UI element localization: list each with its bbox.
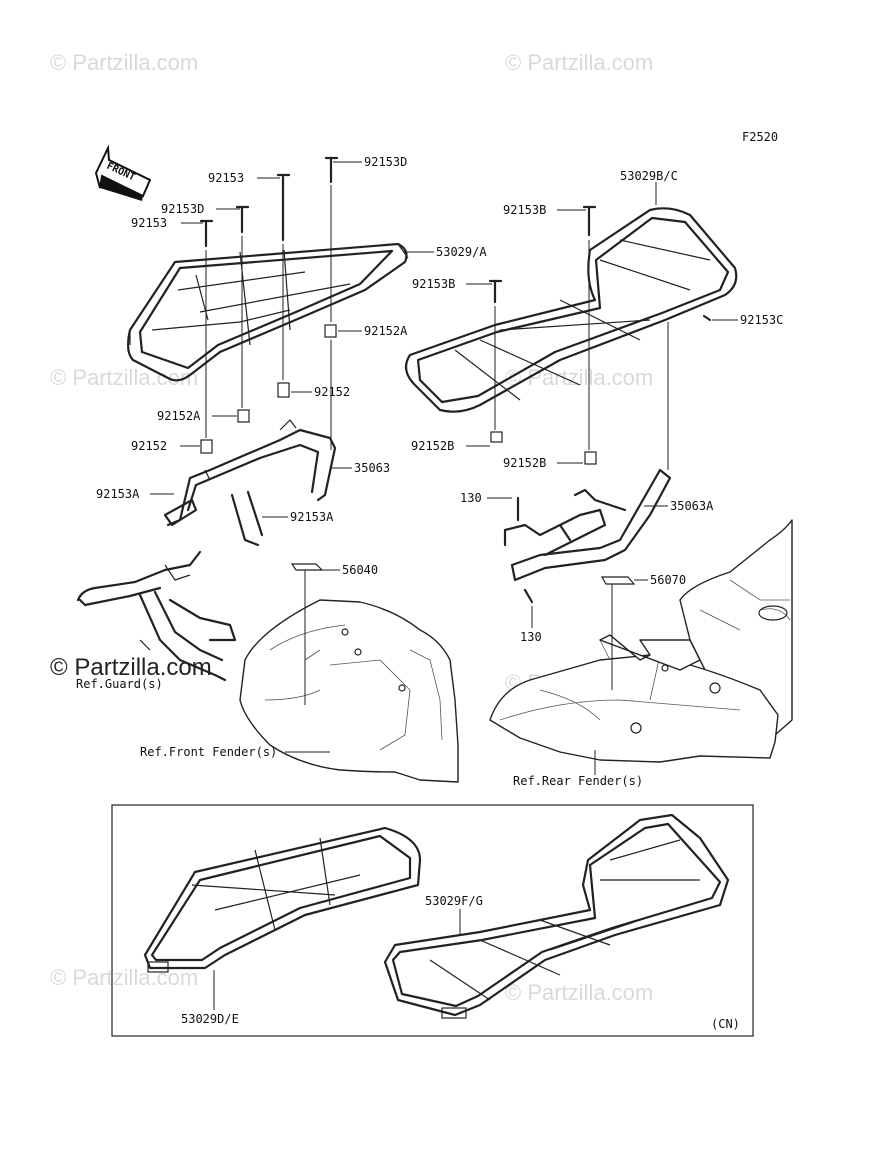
callout-92153-mid: 92153 [131,216,167,230]
callout-92153B-top: 92153B [503,203,546,217]
watermark-6: © Partzilla.com [50,965,198,990]
callout-56040: 56040 [342,563,378,577]
watermark-7: © Partzilla.com [505,980,653,1005]
callout-92153C: 92153C [740,313,783,327]
watermark-prominent: © Partzilla.com [50,654,212,681]
callout-35063: 35063 [354,461,390,475]
front-guard [76,550,237,682]
callout-92152A-left: 92152A [157,409,201,423]
carrier-53029DE [143,826,422,973]
watermark-3: © Partzilla.com [50,365,198,390]
figure-code: F2520 [742,130,778,144]
callout-53029BC: 53029B/C [620,169,678,183]
cn-variant-box [111,804,754,1037]
callout-ref-guard: Ref.Guard(s) [76,677,163,691]
callout-cn: (CN) [711,1017,740,1031]
front-carrier-53029A [126,242,409,382]
bracket-35063A [503,468,672,604]
callout-53029DE: 53029D/E [181,1012,239,1026]
callout-92153D-mid: 92153D [161,202,204,216]
watermark-2: © Partzilla.com [505,50,653,75]
callout-130-bottom: 130 [520,630,542,644]
callout-56070: 56070 [650,573,686,587]
bolts-rear [488,205,712,470]
callout-92153A-right: 92153A [290,510,334,524]
bolts-front [199,156,339,454]
callout-92152B-left: 92152B [411,439,454,453]
callout-35063A: 35063A [670,499,714,513]
callout-92153A-left: 92153A [96,487,140,501]
callout-ref-front-fender: Ref.Front Fender(s) [140,745,277,759]
callout-92152B-right: 92152B [503,456,546,470]
callout-130-top: 130 [460,491,482,505]
callout-92152A-right: 92152A [364,324,408,338]
callout-92152-left: 92152 [131,439,167,453]
callout-labels: 92153D 92153 92153D 92153 53029/A 92152A… [76,155,783,1031]
rear-carrier-53029BC [404,207,738,413]
callout-53029FG: 53029F/G [425,894,483,908]
callout-92153D-top: 92153D [364,155,407,169]
label-56040 [290,563,324,571]
front-arrow-icon: FRONT [94,144,152,201]
callout-92153B-mid: 92153B [412,277,455,291]
bracket-35063 [163,419,337,547]
callout-92153-top: 92153 [208,171,244,185]
callout-leaders [150,161,738,1010]
callout-53029A: 53029/A [436,245,487,259]
callout-92152: 92152 [314,385,350,399]
front-fender [239,599,459,783]
label-56070 [600,576,636,585]
rear-fender [489,519,793,763]
watermark-1: © Partzilla.com [50,50,198,75]
carrier-53029FG [383,813,730,1019]
callout-ref-rear-fender: Ref.Rear Fender(s) [513,774,643,788]
